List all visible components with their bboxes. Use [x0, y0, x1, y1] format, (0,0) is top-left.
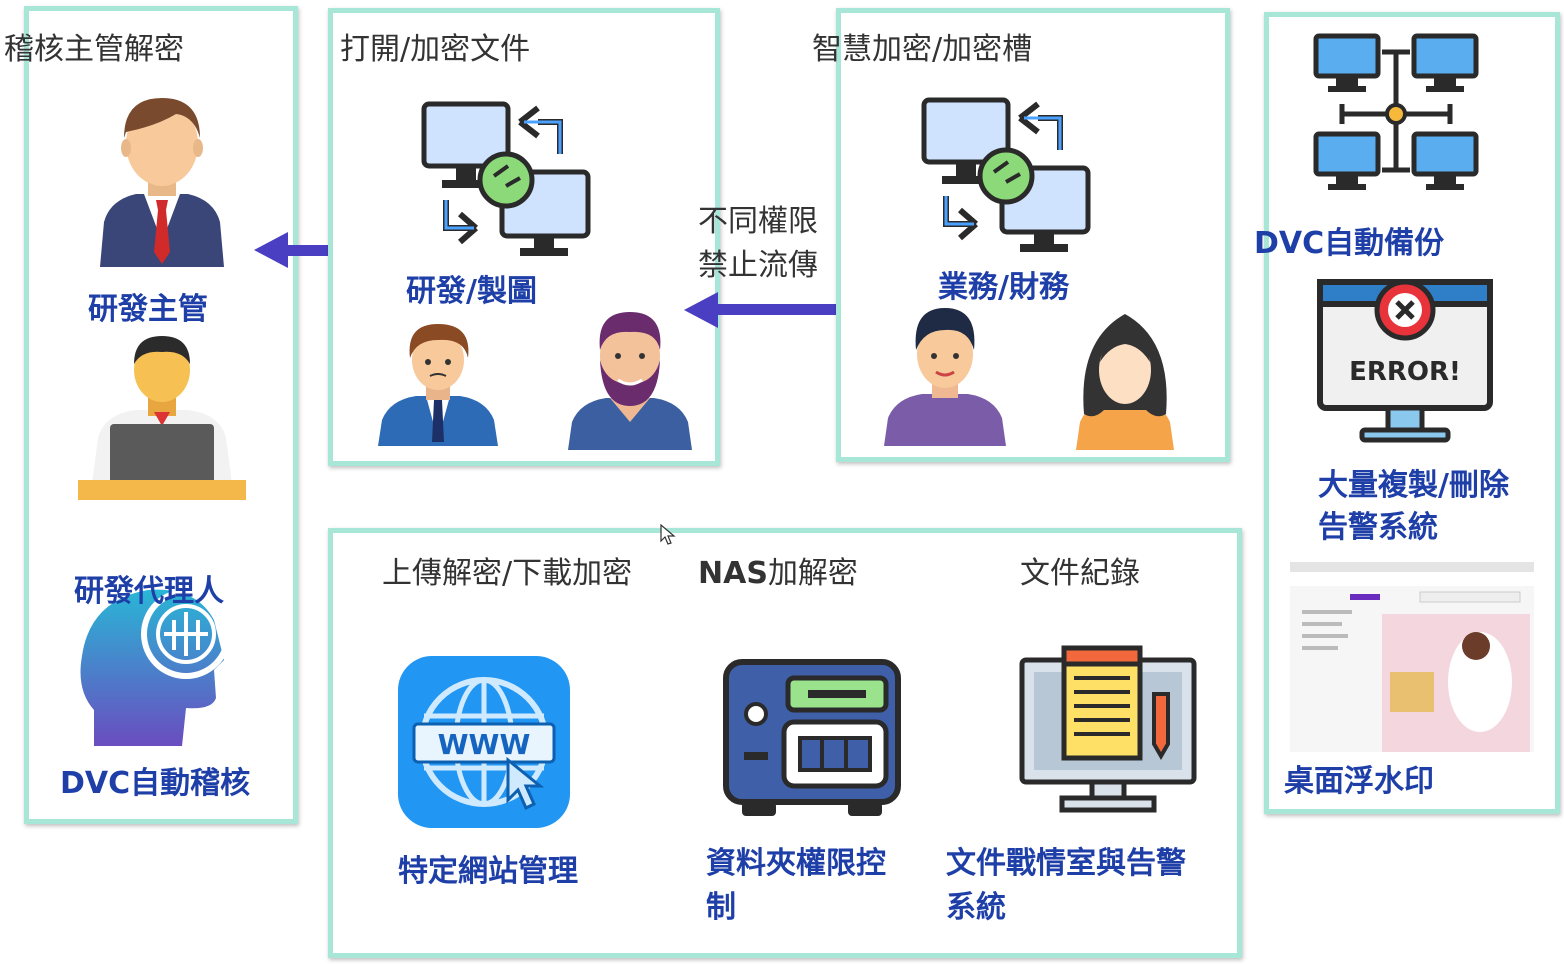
computer-sync-icon: [420, 100, 592, 260]
nas-suffix: 加解密: [767, 556, 858, 591]
manager-icon: [96, 92, 228, 267]
copy-alert-line1: 大量複製/刪除: [1318, 468, 1509, 503]
watermark-label: 桌面浮水印: [1284, 764, 1434, 799]
folder-permission-label: 資料夾權限控制: [706, 846, 886, 925]
www-icon: WWW: [396, 654, 572, 830]
audit-heading: 稽核主管解密: [4, 32, 184, 67]
network-icon: [1312, 30, 1480, 198]
error-monitor-icon: ERROR!: [1316, 276, 1494, 446]
copy-alert-line2: 告警系統: [1318, 510, 1438, 545]
document-monitor-icon: [1018, 644, 1198, 816]
war-room-label: 文件戰情室與告警系統: [946, 846, 1186, 925]
website-management-label: 特定網站管理: [398, 854, 578, 889]
woman-icon: [1076, 310, 1174, 450]
www-text: WWW: [438, 728, 531, 761]
error-text: ERROR!: [1349, 357, 1461, 387]
nas-heading: NAS加解密: [698, 548, 858, 592]
upload-heading: 上傳解密/下載加密: [382, 556, 633, 591]
doc-log-heading: 文件紀錄: [1020, 556, 1140, 591]
open-encrypt-heading: 打開/加密文件: [340, 32, 531, 67]
manager-label: 研發主管: [88, 292, 208, 327]
computer-sync-icon-2: [920, 96, 1092, 256]
bearded-man-icon: [566, 310, 694, 450]
ai-head-icon: [74, 560, 250, 746]
arrow-to-manager: [254, 230, 358, 270]
smart-encrypt-heading: 智慧加密/加密槽: [812, 32, 1033, 67]
sales-finance-label: 業務/財務: [938, 270, 1069, 305]
young-man-icon: [882, 306, 1008, 446]
watermark-screenshot: [1290, 562, 1534, 752]
permission-note-line1: 不同權限: [698, 204, 818, 239]
cursor-icon: [660, 524, 676, 546]
man-icon: [376, 320, 500, 446]
audit-label: DVC自動稽核: [60, 766, 251, 801]
nas-icon: [722, 656, 902, 822]
permission-note-line2: 禁止流傳: [698, 248, 818, 283]
rd-drawing-label: 研發/製圖: [406, 274, 537, 309]
agent-label: 研發代理人: [74, 574, 224, 609]
laptop-user-icon: [78, 334, 246, 502]
backup-label: DVC自動備份: [1254, 226, 1445, 261]
nas-prefix: NAS: [698, 556, 768, 591]
